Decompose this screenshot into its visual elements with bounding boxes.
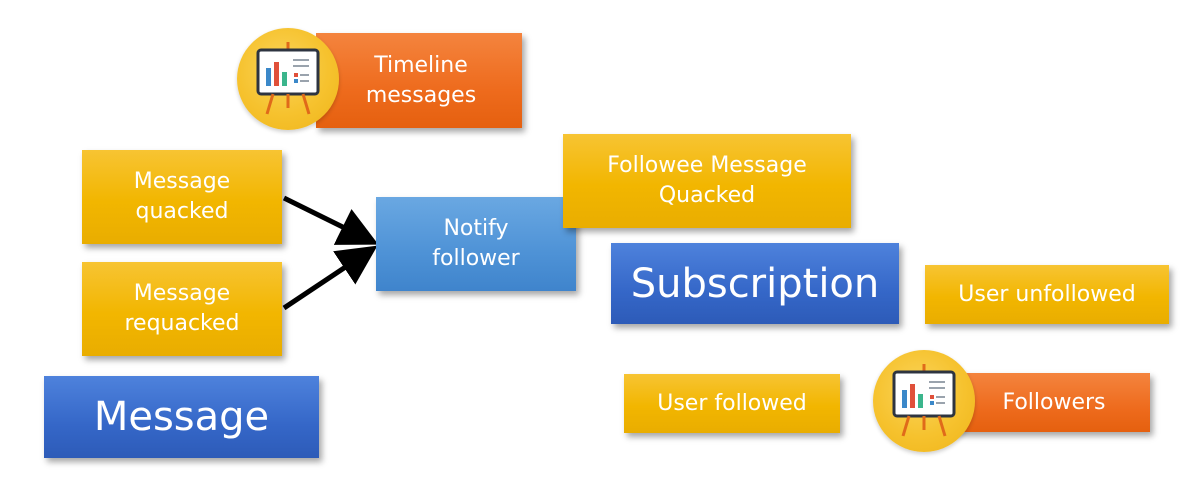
followee-message-quacked-label: Followee Message Quacked	[607, 153, 807, 208]
notify-follower-note: Notify follower	[376, 197, 576, 291]
timeline-messages-label: Timeline messages	[365, 52, 477, 108]
subscription-note: Subscription	[611, 243, 899, 324]
subscription-label: Subscription	[630, 260, 880, 307]
followers-note: Followers	[950, 373, 1150, 432]
user-followed-label: User followed	[657, 390, 807, 416]
presentation-chart-icon	[892, 364, 956, 437]
timeline-messages-note: Timeline messages	[316, 33, 522, 128]
arrow-requacked-to-notify	[282, 245, 378, 311]
user-unfollowed-label: User unfollowed	[958, 281, 1136, 307]
timeline-badge	[237, 28, 339, 130]
user-unfollowed-note: User unfollowed	[925, 265, 1169, 324]
presentation-chart-icon	[256, 42, 320, 115]
followers-label: Followers	[1002, 389, 1106, 415]
message-requacked-label: Message requacked	[124, 281, 240, 336]
user-followed-note: User followed	[624, 374, 840, 433]
message-requacked-note: Message requacked	[82, 262, 282, 356]
message-quacked-note: Message quacked	[82, 150, 282, 244]
followers-badge	[873, 350, 975, 452]
arrow-quacked-to-notify	[282, 195, 379, 245]
message-aggregate-label: Message	[93, 394, 270, 440]
message-quacked-label: Message quacked	[133, 169, 231, 224]
message-aggregate-note: Message	[44, 376, 319, 458]
notify-follower-label: Notify follower	[432, 216, 520, 271]
followee-message-quacked-note: Followee Message Quacked	[563, 134, 851, 228]
